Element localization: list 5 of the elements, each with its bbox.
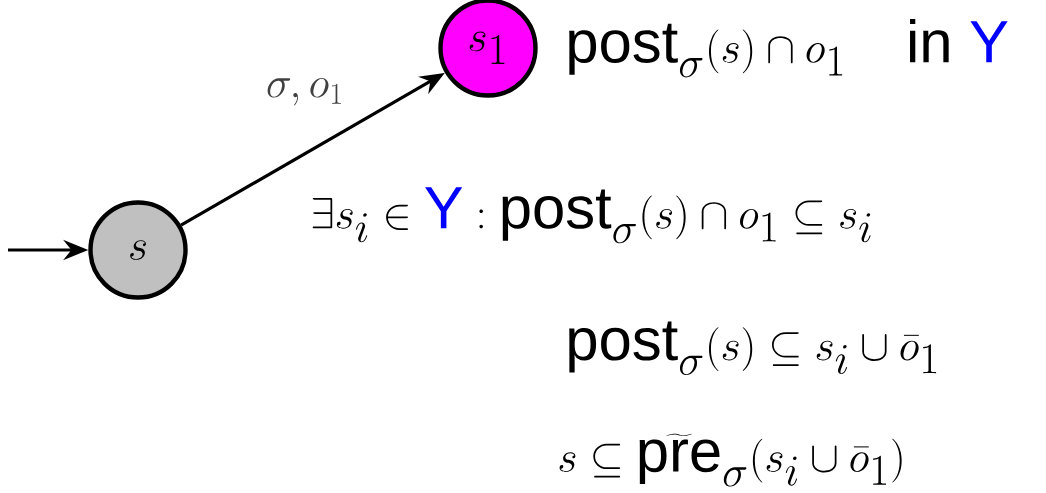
formula-label: $\exists s_i \in \textcolor{blue}{\mathsf{Y}} : \mathsf{post}_\sigma(s)\cap o_1 \subseteq s_i$: [312, 187, 871, 244]
edge-label: $\sigma, o_1$: [267, 77, 341, 106]
formula-label: $\mathsf{post}_\sigma(s) \subseteq s_i \cup \bar{o}_1$: [569, 321, 937, 376]
formula-label: $s \subseteq \widetilde{\mathsf{pre}}_\sigma(s_i \cup \bar{o}_1)$: [559, 433, 902, 487]
formula-label: $\mathsf{post}_\sigma(s)\cap o_1\quad \mathsf{in}\ \textcolor{blue}{\mathsf{Y}}$: [569, 19, 1008, 78]
